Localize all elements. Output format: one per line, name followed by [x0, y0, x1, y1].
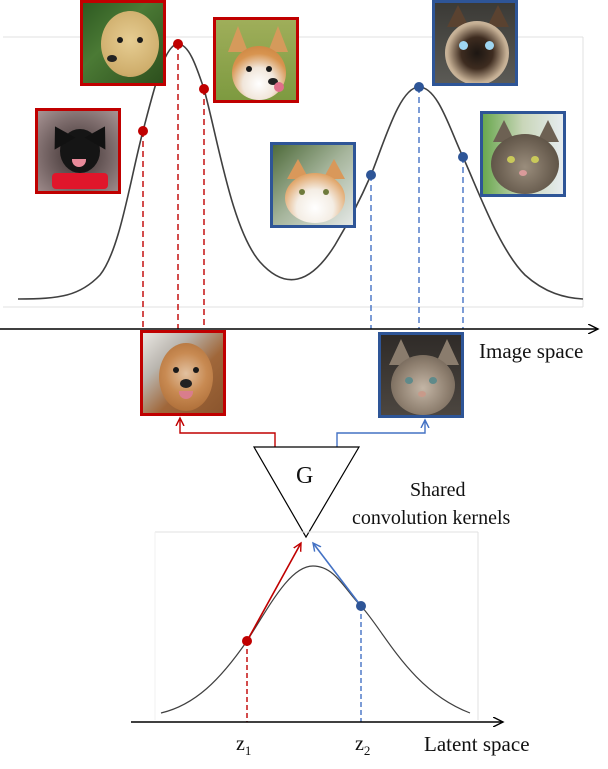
- tabby-cat-photo: [480, 111, 566, 197]
- image-space-distribution-curve: [17, 43, 584, 300]
- orange-cat-photo: [270, 142, 356, 228]
- z2-label-subscript: 2: [363, 743, 371, 758]
- generated-golden-retriever-photo: [140, 330, 226, 416]
- z1-label-base: z: [236, 733, 245, 755]
- image-space-label: Image space: [479, 339, 584, 363]
- dog-sample-points: [138, 39, 209, 136]
- z1-point: [242, 636, 252, 646]
- cat-face-icon: [491, 134, 559, 194]
- shared-kernels-label-line1: Shared: [410, 479, 466, 501]
- shared-kernels-label-line2: convolution kernels: [352, 507, 511, 529]
- generator-triangle: [252, 446, 361, 539]
- z2-point: [356, 601, 366, 611]
- labrador-photo: [80, 0, 166, 86]
- z1-to-generator-arrow: [246, 543, 301, 642]
- dog-face-icon: [159, 343, 213, 411]
- generated-kitten-photo: [378, 332, 464, 418]
- generator-to-cat-arrow: [336, 420, 425, 447]
- z1-label-subscript: 1: [244, 743, 252, 758]
- cat-face-icon: [391, 355, 455, 415]
- cat-sample-points: [366, 82, 468, 180]
- latent-space-plot-frame: [154, 531, 479, 720]
- generator-to-dog-arrow: [180, 418, 276, 447]
- latent-space-label: Latent space: [424, 732, 530, 756]
- z2-to-generator-arrow: [313, 543, 362, 607]
- corgi-photo: [213, 17, 299, 103]
- cat-face-icon: [445, 21, 509, 83]
- dog-face-icon: [101, 11, 159, 77]
- siamese-cat-photo: [432, 0, 518, 86]
- dog-drop-lines: [142, 44, 205, 329]
- z2-label-base: z: [355, 733, 364, 755]
- z1-label: z1: [236, 733, 251, 759]
- black-dog-photo: [35, 108, 121, 194]
- cat-drop-lines: [370, 87, 464, 329]
- z2-label: z2: [355, 733, 370, 759]
- cat-face-icon: [285, 173, 345, 223]
- generator-label: G: [296, 463, 314, 489]
- latent-space-distribution-curve: [160, 565, 471, 714]
